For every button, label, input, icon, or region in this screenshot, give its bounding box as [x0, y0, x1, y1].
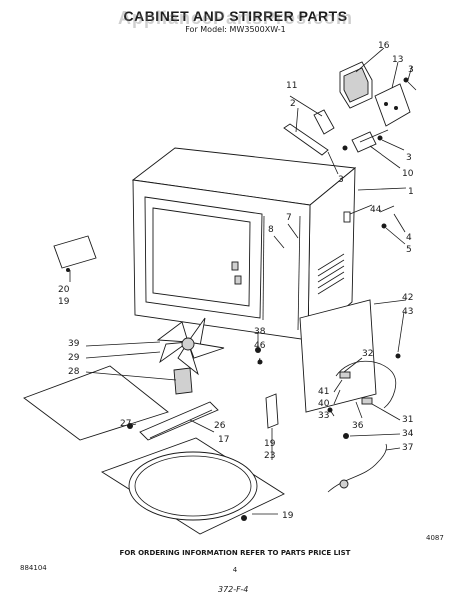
callout-3-top: 3 — [408, 65, 414, 75]
callout-3-low: 3 — [338, 175, 344, 185]
ordering-note: FOR ORDERING INFORMATION REFER TO PARTS … — [120, 549, 351, 557]
part-3-screw-top — [403, 77, 417, 91]
callout-19-left: 19 — [58, 297, 70, 307]
callout-3-mid: 3 — [406, 153, 412, 163]
part-44-switch — [343, 205, 395, 229]
part-38-screw — [255, 347, 261, 353]
cabinet-vent-grille — [317, 253, 345, 295]
callout-8: 8 — [268, 225, 274, 235]
part-20-latch — [53, 235, 97, 272]
part-11-stirrer-motor — [313, 109, 335, 135]
page-title: CABINET AND STIRRER PARTS — [123, 8, 348, 24]
callout-29: 29 — [68, 353, 80, 363]
model-line: For Model: MW3500XW-1 — [185, 25, 286, 34]
callout-17: 17 — [218, 435, 229, 445]
part-29-stirrer-blade — [156, 317, 225, 376]
callout-11: 11 — [286, 81, 297, 91]
callout-39: 40 — [318, 399, 330, 409]
callout-13: 13 — [392, 55, 403, 65]
callout-36: 36 — [352, 421, 364, 431]
part-26-bracket — [139, 401, 219, 441]
callout-43: 43 — [402, 307, 413, 317]
callout-19-mid: 19 — [264, 439, 276, 449]
cabinet-part — [131, 147, 357, 341]
callout-1: 1 — [408, 187, 414, 197]
part-37-sensor-lead — [327, 443, 387, 493]
callout-42: 41 — [318, 387, 329, 397]
part-3-screw-mid — [342, 135, 383, 151]
part-43-screw — [395, 353, 401, 359]
part-2-shaft-bracket — [283, 123, 329, 156]
callout-23: 23 — [264, 451, 275, 461]
callout-34: 34 — [402, 429, 414, 439]
callout-26: 26 — [214, 421, 226, 431]
callout-40: 39 — [68, 339, 80, 349]
page-number: 4 — [233, 566, 238, 574]
callout-33: 33 — [318, 411, 329, 421]
callout-19-bottom: 19 — [282, 511, 294, 521]
callout-44: 44 — [370, 205, 382, 215]
callout-41: 42 — [402, 293, 413, 303]
callout-labels: 16 13 3 11 2 3 10 3 1 44 4 5 8 7 20 19 3… — [58, 41, 414, 521]
part-17-base-plate — [100, 437, 285, 535]
part-28-stirrer-hub — [173, 367, 193, 395]
part-31-wire-harness — [335, 360, 397, 409]
drawing-number: 4087 — [426, 534, 444, 542]
callout-37: 37 — [402, 443, 413, 453]
callout-20: 20 — [58, 285, 70, 295]
part-19-screw-bottom — [241, 515, 247, 521]
watermark: AppliancePartsPros.com — [117, 8, 354, 28]
part-41-rear-panel — [299, 299, 377, 413]
part-13-mount-plate — [374, 83, 411, 127]
handwritten-note: 372-F-4 — [218, 585, 248, 594]
part-16-bracket — [339, 61, 373, 109]
callout-2: 2 — [290, 99, 296, 109]
callout-38: 38 — [254, 327, 266, 337]
callout-32: 32 — [362, 349, 373, 359]
callout-28: 28 — [68, 367, 80, 377]
part-27-screw — [127, 423, 133, 429]
part-40-stirrer-cover — [23, 365, 169, 441]
callout-16: 16 — [378, 41, 390, 51]
part-23-bracket — [265, 393, 279, 429]
part-10-stirrer-drive — [351, 129, 389, 153]
callout-5: 5 — [406, 245, 412, 255]
callout-4: 4 — [406, 233, 412, 243]
callout-46: 46 — [254, 341, 266, 351]
callout-31: 31 — [402, 415, 413, 425]
callout-10: 10 — [402, 169, 414, 179]
callout-27: 27 — [120, 419, 131, 429]
callout-7: 7 — [286, 213, 292, 223]
part-34-nut — [343, 433, 349, 439]
leader-lines — [69, 47, 413, 515]
catalog-code: 884104 — [20, 564, 47, 572]
